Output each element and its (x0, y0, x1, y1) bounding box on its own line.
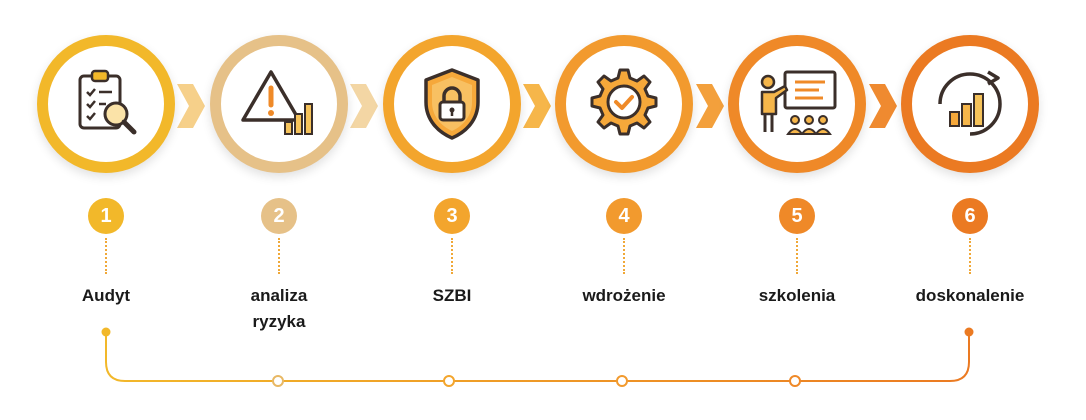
dotted-connector (623, 238, 625, 274)
step-doskonalenie: 6 doskonalenie (895, 0, 1045, 420)
step-number-badge: 5 (779, 198, 815, 234)
step-label: doskonalenie (895, 283, 1045, 309)
step-circle (210, 35, 348, 173)
step-label: wdrożenie (549, 283, 699, 309)
step-analiza-ryzyka: 2 analiza ryzyka (204, 0, 354, 420)
dotted-connector (451, 238, 453, 274)
step-number-badge: 2 (261, 198, 297, 234)
step-label-line: doskonalenie (915, 286, 1025, 305)
timeline-end-dot (964, 327, 974, 337)
timeline-node (616, 375, 628, 387)
step-circle (37, 35, 175, 173)
dotted-connector (105, 238, 107, 274)
step-label: analiza ryzyka (204, 283, 354, 335)
dotted-connector (278, 238, 280, 274)
chevron-right-icon (523, 84, 551, 128)
step-szbi: 3 SZBI (377, 0, 527, 420)
step-number-badge: 4 (606, 198, 642, 234)
clipboard-magnifier-icon (78, 69, 137, 135)
dotted-connector (969, 238, 971, 274)
step-circle (901, 35, 1039, 173)
step-circle (383, 35, 521, 173)
step-label-line: SZBI (432, 286, 472, 305)
timeline-node (443, 375, 455, 387)
step-label: Audyt (31, 283, 181, 309)
chevron-right-icon (696, 84, 724, 128)
chevron-right-icon (177, 84, 205, 128)
step-label-line: ryzyka (252, 312, 306, 331)
step-label: szkolenia (722, 283, 872, 309)
step-number-badge: 1 (88, 198, 124, 234)
growth-cycle-icon (938, 70, 1002, 136)
presentation-training-icon (760, 70, 837, 135)
step-label-line: szkolenia (758, 286, 836, 305)
step-label-line: analiza (250, 286, 308, 305)
step-circle (728, 35, 866, 173)
step-label-line: wdrożenie (582, 286, 666, 305)
step-circle (555, 35, 693, 173)
step-number-badge: 6 (952, 198, 988, 234)
dotted-connector (796, 238, 798, 274)
step-label-line: Audyt (81, 286, 131, 305)
warning-chart-icon (241, 70, 313, 135)
shield-lock-icon (424, 68, 480, 140)
step-wdrozenie: 4 wdrożenie (549, 0, 699, 420)
timeline-node (272, 375, 284, 387)
step-szkolenia: 5 szkolenia (722, 0, 872, 420)
chevron-right-icon (350, 84, 378, 128)
timeline-start-dot (101, 327, 111, 337)
step-label: SZBI (377, 283, 527, 309)
gear-check-icon (590, 68, 658, 136)
step-number-badge: 3 (434, 198, 470, 234)
chevron-right-icon (869, 84, 897, 128)
timeline-node (789, 375, 801, 387)
step-audyt: 1 Audyt (31, 0, 181, 420)
